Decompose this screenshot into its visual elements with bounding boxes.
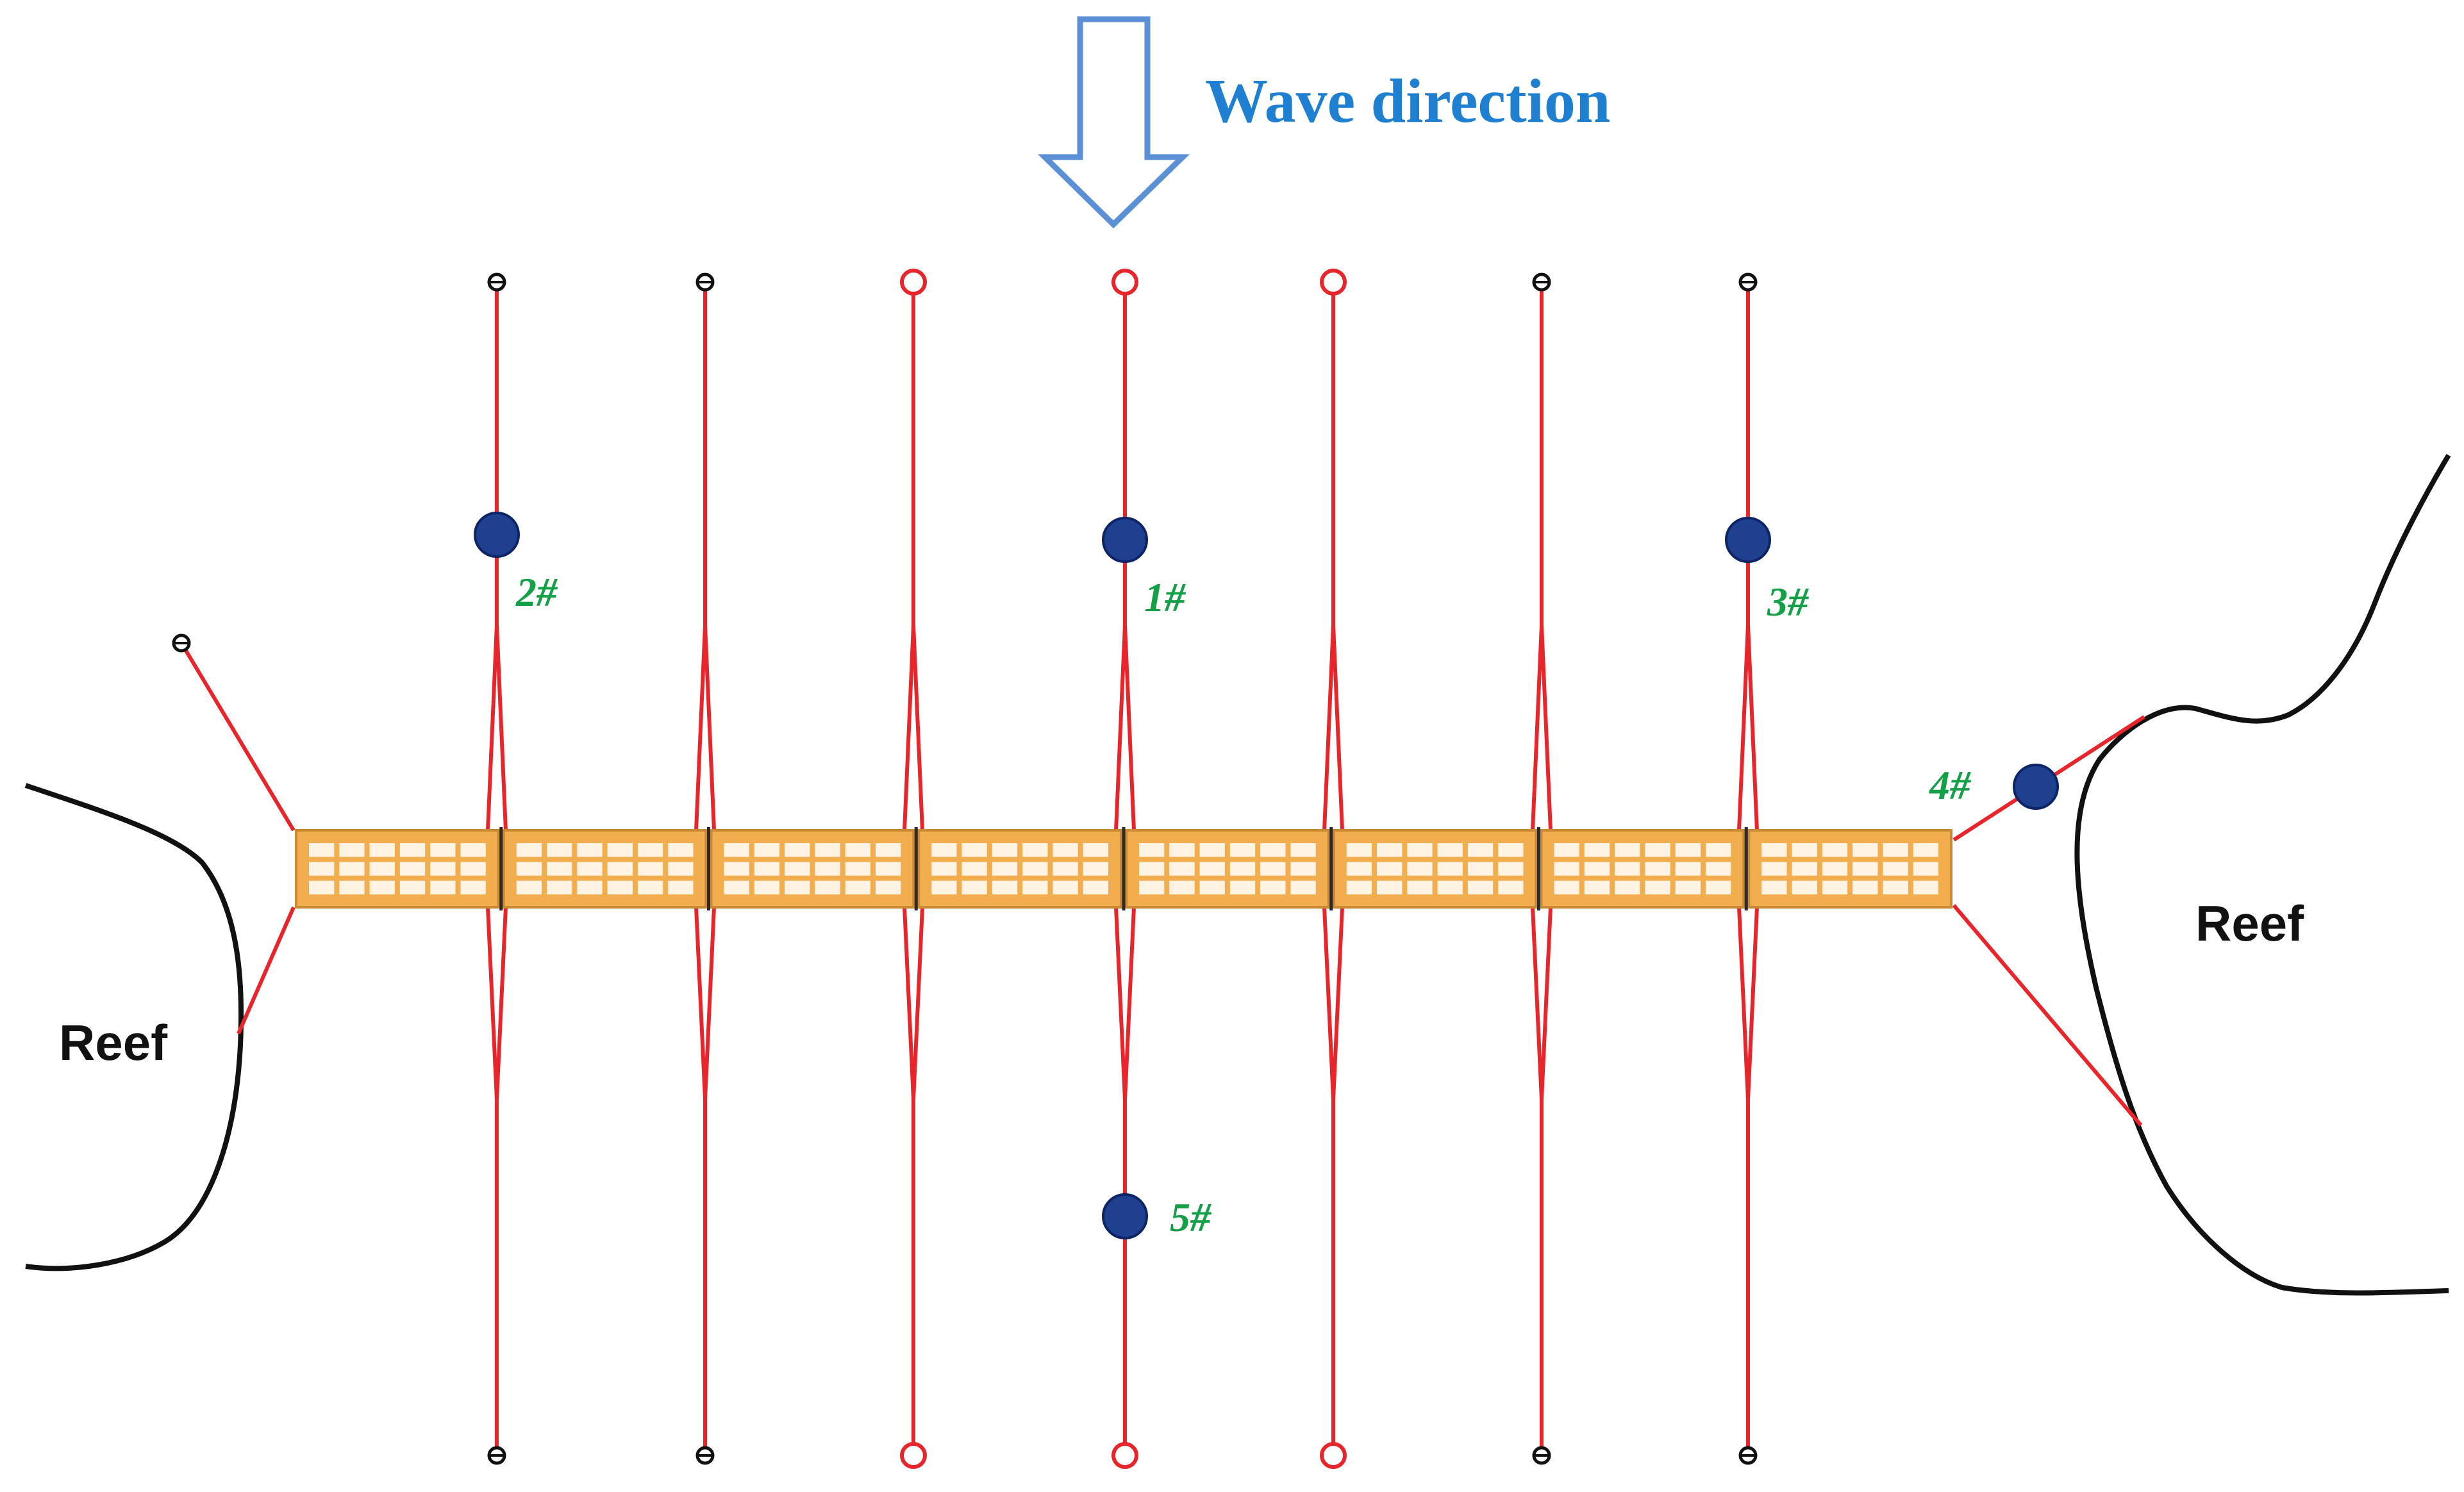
buoy-5-icon (1102, 1193, 1148, 1239)
buoy-4-icon (2013, 764, 2059, 810)
anchor-bottom-4-icon (1111, 1442, 1138, 1469)
buoy-1-label: 1# (1144, 574, 1186, 620)
mooring-line-upper-5 (1322, 282, 1344, 831)
pontoon-module-6 (1332, 829, 1538, 909)
buoy-1-icon (1102, 517, 1148, 563)
reef-left-label: Reef (59, 1014, 168, 1071)
mooring-line-lower-7 (1737, 907, 1759, 1455)
anchor-bottom-6-icon (1532, 1446, 1551, 1465)
buoy-3-icon (1725, 517, 1771, 563)
mooring-lines (486, 282, 1759, 1455)
reef-right-label: Reef (2195, 895, 2304, 951)
anchor-top-7-icon (1738, 272, 1758, 292)
pontoon-module-5 (1125, 829, 1330, 909)
mooring-line-lower-4 (1114, 907, 1136, 1455)
anchor-bottom-2-icon (695, 1446, 715, 1465)
anchor-left-small-icon (172, 633, 191, 653)
pontoon-module-3 (710, 829, 915, 909)
mooring-line-lower-2 (694, 907, 716, 1455)
anchors (487, 269, 1758, 1469)
buoy-5-label: 5# (1170, 1194, 1212, 1240)
buoy-2-label: 2# (515, 569, 558, 615)
mooring-line-upper-6 (1531, 282, 1552, 831)
anchor-top-2-icon (695, 272, 715, 292)
buoy-4-label: 4# (1929, 762, 1972, 808)
anchor-top-1-icon (487, 272, 506, 292)
anchor-bottom-3-icon (900, 1442, 927, 1469)
reef-left-outline (24, 783, 244, 1271)
right-lower-mooring-line (1952, 904, 2143, 1127)
pontoon-module-8 (1747, 829, 1952, 909)
left-lower-mooring-line (237, 906, 296, 1035)
pontoon-module-4 (917, 829, 1122, 909)
pontoon-module-2 (502, 829, 708, 909)
anchor-top-4-icon (1111, 269, 1138, 296)
measurement-buoys: 1# 2# 3# 4# 5# (474, 512, 2059, 1240)
left-upper-mooring-line (179, 642, 296, 832)
mooring-line-upper-4 (1114, 282, 1136, 831)
mooring-line-lower-6 (1531, 907, 1552, 1455)
mooring-line-lower-3 (903, 907, 924, 1455)
pontoon-module-7 (1540, 829, 1745, 909)
wave-direction-arrow-icon (1037, 16, 1190, 229)
reef-right-outline (2074, 453, 2451, 1296)
anchor-bottom-7-icon (1738, 1446, 1758, 1465)
wave-direction-label: Wave direction (1205, 67, 1610, 136)
mooring-line-upper-1 (486, 282, 508, 831)
mooring-line-lower-1 (486, 907, 508, 1455)
anchor-top-6-icon (1532, 272, 1551, 292)
mooring-line-upper-7 (1737, 282, 1759, 831)
anchor-bottom-1-icon (487, 1446, 506, 1465)
mooring-line-upper-3 (903, 282, 924, 831)
pontoon-module-1 (295, 829, 500, 909)
mooring-line-upper-2 (694, 282, 716, 831)
anchor-top-5-icon (1320, 269, 1347, 296)
anchor-bottom-5-icon (1320, 1442, 1347, 1469)
buoy-2-icon (474, 512, 520, 558)
anchor-top-3-icon (900, 269, 927, 296)
buoy-3-label: 3# (1767, 579, 1810, 624)
floating-pontoon (295, 827, 1952, 910)
mooring-line-lower-5 (1322, 907, 1344, 1455)
